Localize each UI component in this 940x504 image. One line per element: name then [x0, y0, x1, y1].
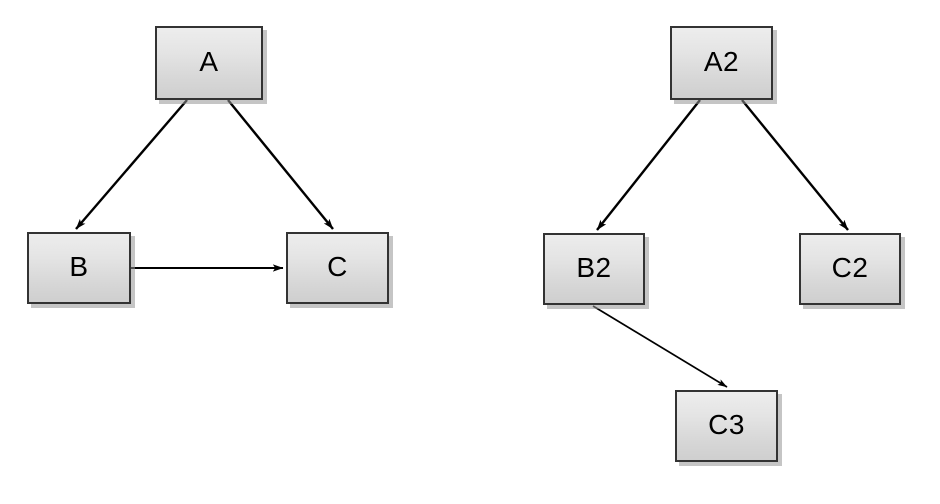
node-a[interactable]: A [155, 26, 263, 100]
node-a2[interactable]: A2 [670, 26, 773, 100]
node-label-c2: C2 [831, 252, 869, 283]
node-label-b2: B2 [576, 252, 612, 283]
node-label-a2: A2 [703, 46, 740, 77]
node-c3[interactable]: C3 [675, 390, 778, 462]
node-label-a: A [199, 46, 219, 77]
edge-b2-to-c3 [592, 305, 728, 388]
node-c2[interactable]: C2 [799, 233, 901, 305]
node-label-c: C [327, 251, 348, 282]
edge-a2-to-b2 [596, 99, 701, 231]
node-b2[interactable]: B2 [543, 233, 645, 305]
node-label-c3: C3 [708, 409, 745, 440]
node-label-b: B [69, 251, 89, 282]
edge-a-to-c [227, 99, 334, 230]
edge-a2-to-c2 [741, 99, 849, 231]
node-b[interactable]: B [27, 232, 131, 304]
edge-a-to-b [75, 99, 188, 230]
node-c[interactable]: C [286, 232, 389, 304]
